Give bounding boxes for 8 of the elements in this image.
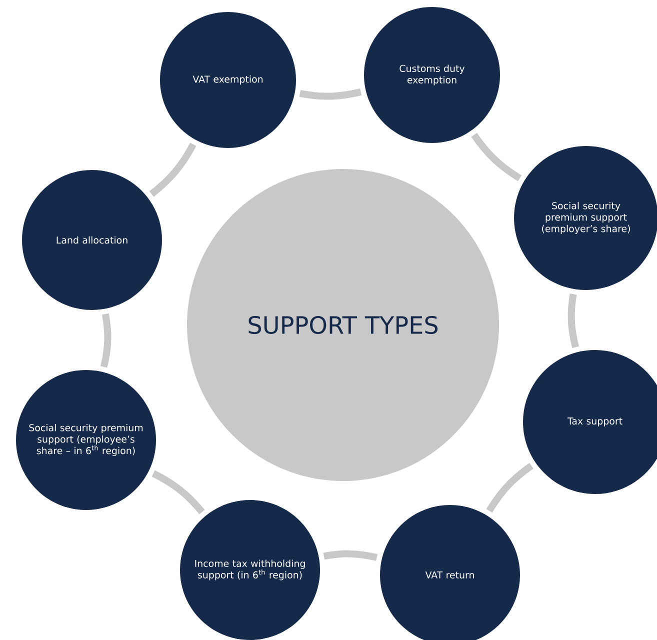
- ring-connector: [471, 132, 522, 182]
- ring-connector: [100, 313, 112, 368]
- ring-connector: [152, 470, 205, 514]
- ring-connector: [149, 142, 196, 197]
- ring-connector: [568, 294, 580, 348]
- ring-connector: [323, 550, 378, 561]
- ring-connector: [299, 88, 362, 100]
- ring-connector: [486, 462, 534, 513]
